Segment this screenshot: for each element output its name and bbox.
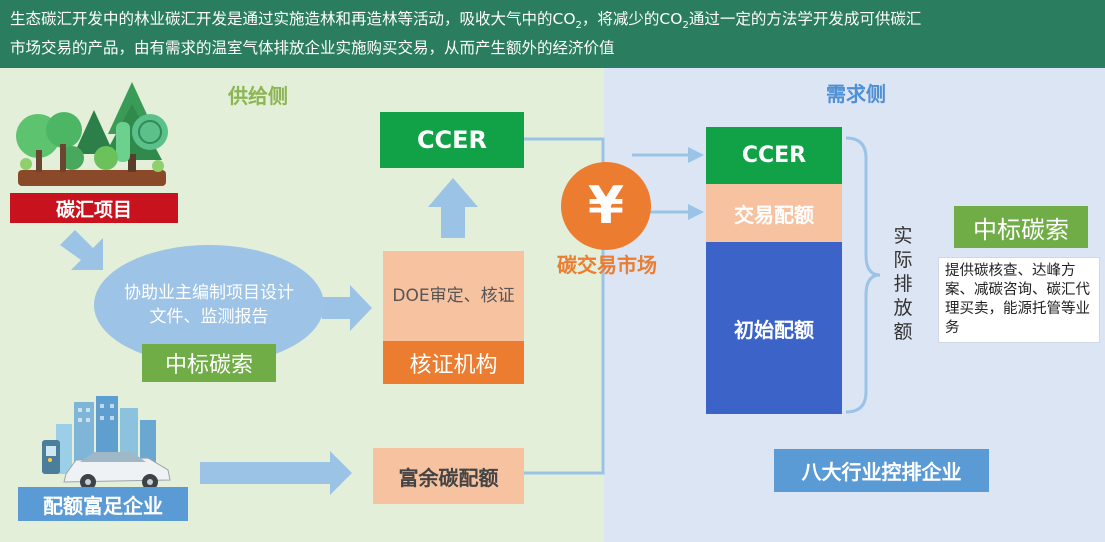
quota-rich-label: 配额富足企业 (18, 487, 188, 521)
carbon-project-label: 碳汇项目 (10, 193, 178, 223)
assist-text: 协助业主编制项目设计文件、监测报告 (124, 283, 294, 327)
trade-quota-box: 交易配额 (706, 184, 842, 242)
header-banner: 生态碳汇开发中的林业碳汇开发是通过实施造林和再造林等活动，吸收大气中的CO2，将… (0, 0, 1105, 68)
surplus-quota-box: 富余碳配额 (373, 448, 524, 504)
doe-box: DOE审定、核证 (383, 251, 524, 341)
demand-ccer-box: CCER (706, 127, 842, 184)
arrow-doe-to-ccer (428, 178, 478, 238)
eight-industries-label: 八大行业控排企业 (774, 449, 989, 492)
supply-ccer-box: CCER (380, 112, 524, 168)
demand-side-title: 需求侧 (826, 82, 886, 106)
line-surplus-to-market (524, 238, 605, 475)
header-line-1: 生态碳汇开发中的林业碳汇开发是通过实施造林和再造林等活动，吸收大气中的CO2，将… (10, 10, 922, 32)
header-line-2: 市场交易的产品，由有需求的温室气体排放企业实施购买交易，从而产生额外的经济价值 (10, 39, 615, 58)
arrowhead-market-to-trade (688, 204, 704, 220)
company-illustration (42, 396, 171, 490)
supply-zhongbiao-label: 中标碳索 (142, 344, 276, 382)
arrow-rich-to-surplus (200, 451, 352, 495)
arrow-assist-to-doe (322, 285, 372, 331)
supply-side-title: 供给侧 (228, 84, 288, 108)
initial-quota-box: 初始配额 (706, 242, 842, 414)
market-label: 碳交易市场 (557, 252, 657, 277)
yuan-coin-icon: ¥ (561, 162, 651, 250)
yuan-symbol: ¥ (587, 176, 625, 236)
demand-zhongbiao-label: 中标碳索 (954, 206, 1088, 248)
forest-illustration (16, 82, 168, 186)
arrowhead-market-to-ccer (688, 147, 704, 163)
actual-emission-brace (845, 136, 881, 414)
verify-org-label: 核证机构 (383, 341, 524, 384)
service-description: 提供碳核查、达峰方案、减碳咨询、碳汇代理买卖，能源托管等业务 (938, 257, 1100, 343)
doe-text: DOE审定、核证 (392, 286, 515, 306)
actual-emission-label: 实际排放额 (893, 225, 913, 343)
arrow-project-to-assist (60, 230, 103, 270)
